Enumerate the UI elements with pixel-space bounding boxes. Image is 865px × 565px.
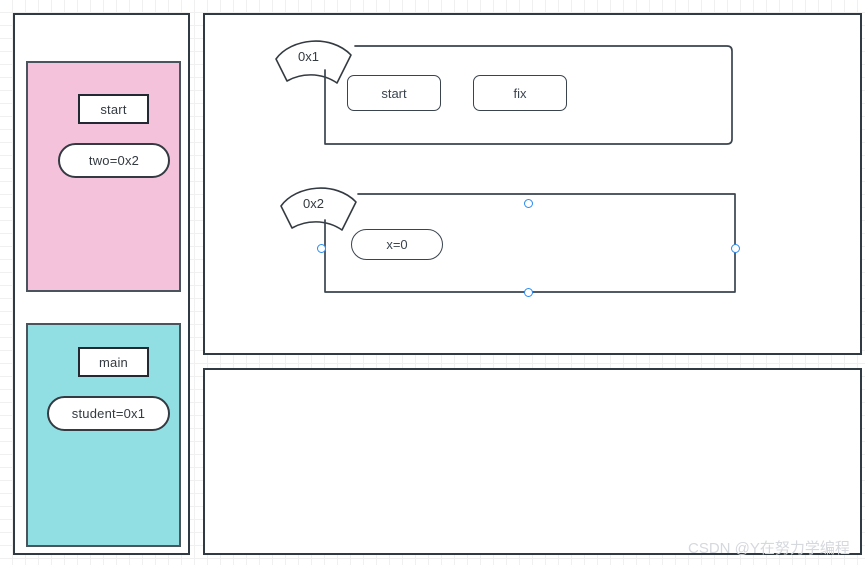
object-0x1-address-label: 0x1 xyxy=(298,49,319,64)
object-0x1-body[interactable] xyxy=(317,42,735,148)
frame-two-variable-label: two=0x2 xyxy=(88,153,140,168)
frame-two-function-label: start xyxy=(100,101,127,117)
object-0x1-member-fix[interactable]: fix xyxy=(473,75,567,111)
object-0x2-member-x[interactable]: x=0 xyxy=(351,229,443,260)
stack-panel[interactable]: start two=0x2 main student=0x1 xyxy=(13,13,190,555)
selection-handle-left[interactable] xyxy=(317,244,326,253)
frame-two-function-box[interactable]: start xyxy=(78,94,149,124)
frame-main-function-label: main xyxy=(99,354,128,370)
csdn-watermark: CSDN @Y在努力学编程 xyxy=(688,540,850,557)
stack-frame-two[interactable]: start two=0x2 xyxy=(26,61,181,292)
object-0x2-fan-shape[interactable]: 0x2 xyxy=(274,177,364,232)
object-0x1-member-start-label: start xyxy=(381,85,407,101)
fan-shape-svg xyxy=(275,40,352,84)
selection-handle-right[interactable] xyxy=(731,244,740,253)
selection-handle-top[interactable] xyxy=(524,199,533,208)
object-0x2-address-label: 0x2 xyxy=(303,196,324,211)
object-0x1-fan-shape[interactable]: 0x1 xyxy=(269,30,359,85)
heap-panel[interactable]: 0x1 start fix 0x2 x=0 xyxy=(203,13,862,355)
object-0x1-body-outline xyxy=(324,45,733,145)
object-0x2-member-x-label: x=0 xyxy=(386,237,408,252)
frame-main-function-box[interactable]: main xyxy=(78,347,149,377)
object-0x1-member-fix-label: fix xyxy=(513,85,527,101)
bottom-panel[interactable] xyxy=(203,368,862,555)
object-0x1-member-start[interactable]: start xyxy=(347,75,441,111)
frame-two-variable-box[interactable]: two=0x2 xyxy=(58,143,170,178)
bottom-panel-content xyxy=(205,370,860,386)
stack-frame-main[interactable]: main student=0x1 xyxy=(26,323,181,547)
object-0x2-body[interactable] xyxy=(317,190,742,300)
fan-shape-svg xyxy=(280,187,357,231)
object-0x2-body-outline xyxy=(324,193,736,293)
selection-handle-bottom[interactable] xyxy=(524,288,533,297)
frame-main-variable-label: student=0x1 xyxy=(71,406,146,421)
frame-main-variable-box[interactable]: student=0x1 xyxy=(47,396,170,431)
